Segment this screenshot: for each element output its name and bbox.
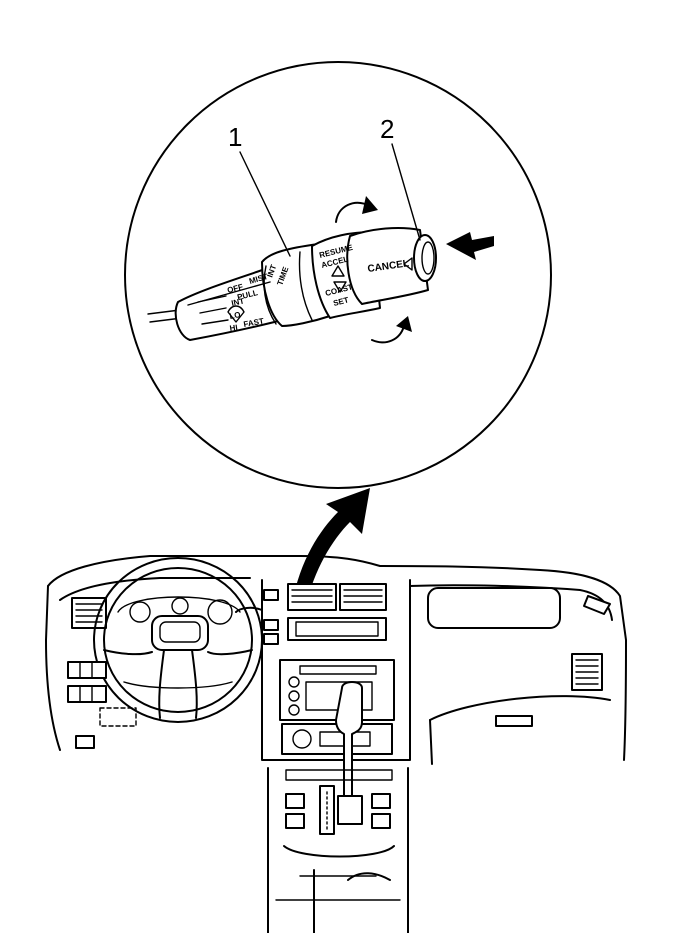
label-int-time-1: INT <box>265 263 278 278</box>
accel-triangle-icon <box>331 265 345 277</box>
callout-1: 1 <box>228 122 242 152</box>
steering-wheel <box>93 557 263 723</box>
center-vent-right <box>339 583 387 611</box>
passenger-dash <box>427 587 611 765</box>
label-set: SET <box>332 295 349 308</box>
center-stack <box>261 579 411 761</box>
label-int: INT <box>231 296 246 308</box>
passenger-airbag-panel <box>427 587 561 629</box>
glovebox-handle <box>495 715 533 727</box>
callout-1-leader <box>239 151 291 257</box>
multifunction-lever <box>174 227 437 341</box>
callout-2: 2 <box>380 114 394 144</box>
center-display <box>287 617 387 641</box>
center-vent-left <box>287 583 337 611</box>
left-vent <box>71 597 107 629</box>
rotate-down-arrow-icon <box>371 325 405 344</box>
label-off: OFF <box>226 282 244 295</box>
callouts: 1 2 <box>228 114 421 257</box>
coast-triangle-icon <box>333 281 347 293</box>
label-hi: HI <box>229 323 238 333</box>
detail-circle <box>124 61 552 489</box>
dashboard <box>45 555 627 933</box>
prndl-indicator <box>319 785 335 835</box>
cancel-end-cap <box>413 234 437 282</box>
speedometer-gauge <box>207 599 233 625</box>
callout-2-leader <box>391 143 421 241</box>
gear-shifter <box>335 681 363 825</box>
rotation-arrows <box>335 196 412 344</box>
detail-view: OFF INT LO HI MIST PULL FAST INT TIME RE… <box>124 61 552 489</box>
pointer-arrow-icon <box>292 488 370 606</box>
label-lo: LO <box>229 310 242 321</box>
tachometer-gauge <box>129 601 151 623</box>
washer-icon <box>227 305 245 323</box>
left-switch-panel <box>67 661 137 749</box>
cancel-triangle-icon <box>403 257 413 271</box>
side-window-vent <box>583 595 611 615</box>
push-arrow-icon <box>446 232 494 260</box>
center-console <box>267 767 409 933</box>
label-fast: FAST <box>243 317 265 329</box>
